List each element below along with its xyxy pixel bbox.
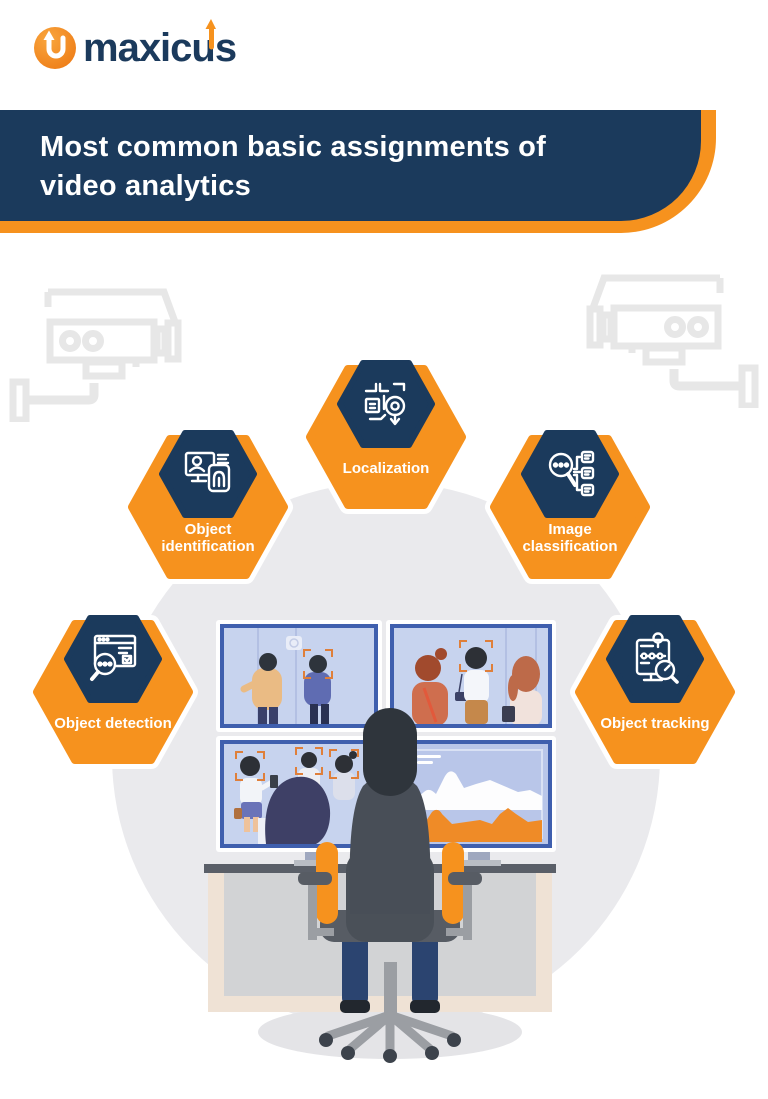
monitor-analytics [398, 736, 556, 852]
feed-crowd [234, 747, 359, 844]
brand-text: maxic [83, 26, 192, 70]
cctv-camera-outline-right [586, 274, 759, 408]
chair-armrests [298, 872, 482, 940]
analyst-body [349, 774, 431, 914]
badge-label: Object detection [54, 714, 172, 732]
badge-image-classification: Image classification [485, 430, 655, 584]
face-detection-bracket [235, 747, 359, 781]
badge-label: Object identification [161, 521, 255, 555]
cctv-camera-outline-left [9, 288, 182, 422]
analyst-legs [340, 924, 440, 1013]
analytics-charts [411, 749, 543, 842]
page-title: Most common basic assignments of video a… [40, 128, 546, 206]
monitor-route-magnifier-icon [635, 632, 679, 684]
hexagon-shape [301, 360, 471, 514]
surveillance-room-illustration [204, 620, 556, 1063]
page-title-line2: video analytics [40, 170, 251, 202]
face-detection-bracket [459, 640, 493, 672]
feed-three-women [412, 628, 542, 724]
logo-up-arrow-badge [34, 27, 76, 69]
badge-label: Localization [342, 459, 430, 477]
hexagon-shape [570, 615, 740, 769]
white-area-chart [412, 771, 542, 810]
face-detection-bracket [303, 649, 333, 679]
browser-magnifier-icon [90, 634, 137, 681]
orange-area-chart [412, 808, 542, 842]
monitor-top-left [216, 620, 382, 732]
badge-object-detection: Object detection [28, 615, 198, 769]
brand-u-arrow-icon [205, 19, 216, 50]
monitor-fingerprint-icon [184, 451, 231, 493]
badge-object-tracking: Object tracking [570, 615, 740, 769]
map-location-pin-icon [364, 382, 406, 426]
badge-label: Object tracking [600, 714, 710, 732]
brand-text-s: s [214, 26, 237, 70]
magnifier-categories-icon [548, 450, 595, 497]
hexagon-shape [28, 615, 198, 769]
hexagon-shape [485, 430, 655, 584]
badge-label: Image classification [522, 521, 618, 555]
badge-localization: Localization [301, 360, 471, 514]
title-banner: Most common basic assignments of video a… [0, 110, 701, 221]
office-chair-base [319, 962, 461, 1063]
monitor-top-right [386, 620, 556, 732]
badge-object-identification: Object identification [123, 430, 293, 584]
feed-two-people [240, 628, 333, 724]
page-title-line1: Most common basic assignments of [40, 131, 546, 163]
hexagon-shape [123, 430, 293, 584]
analyst-head [363, 708, 417, 796]
